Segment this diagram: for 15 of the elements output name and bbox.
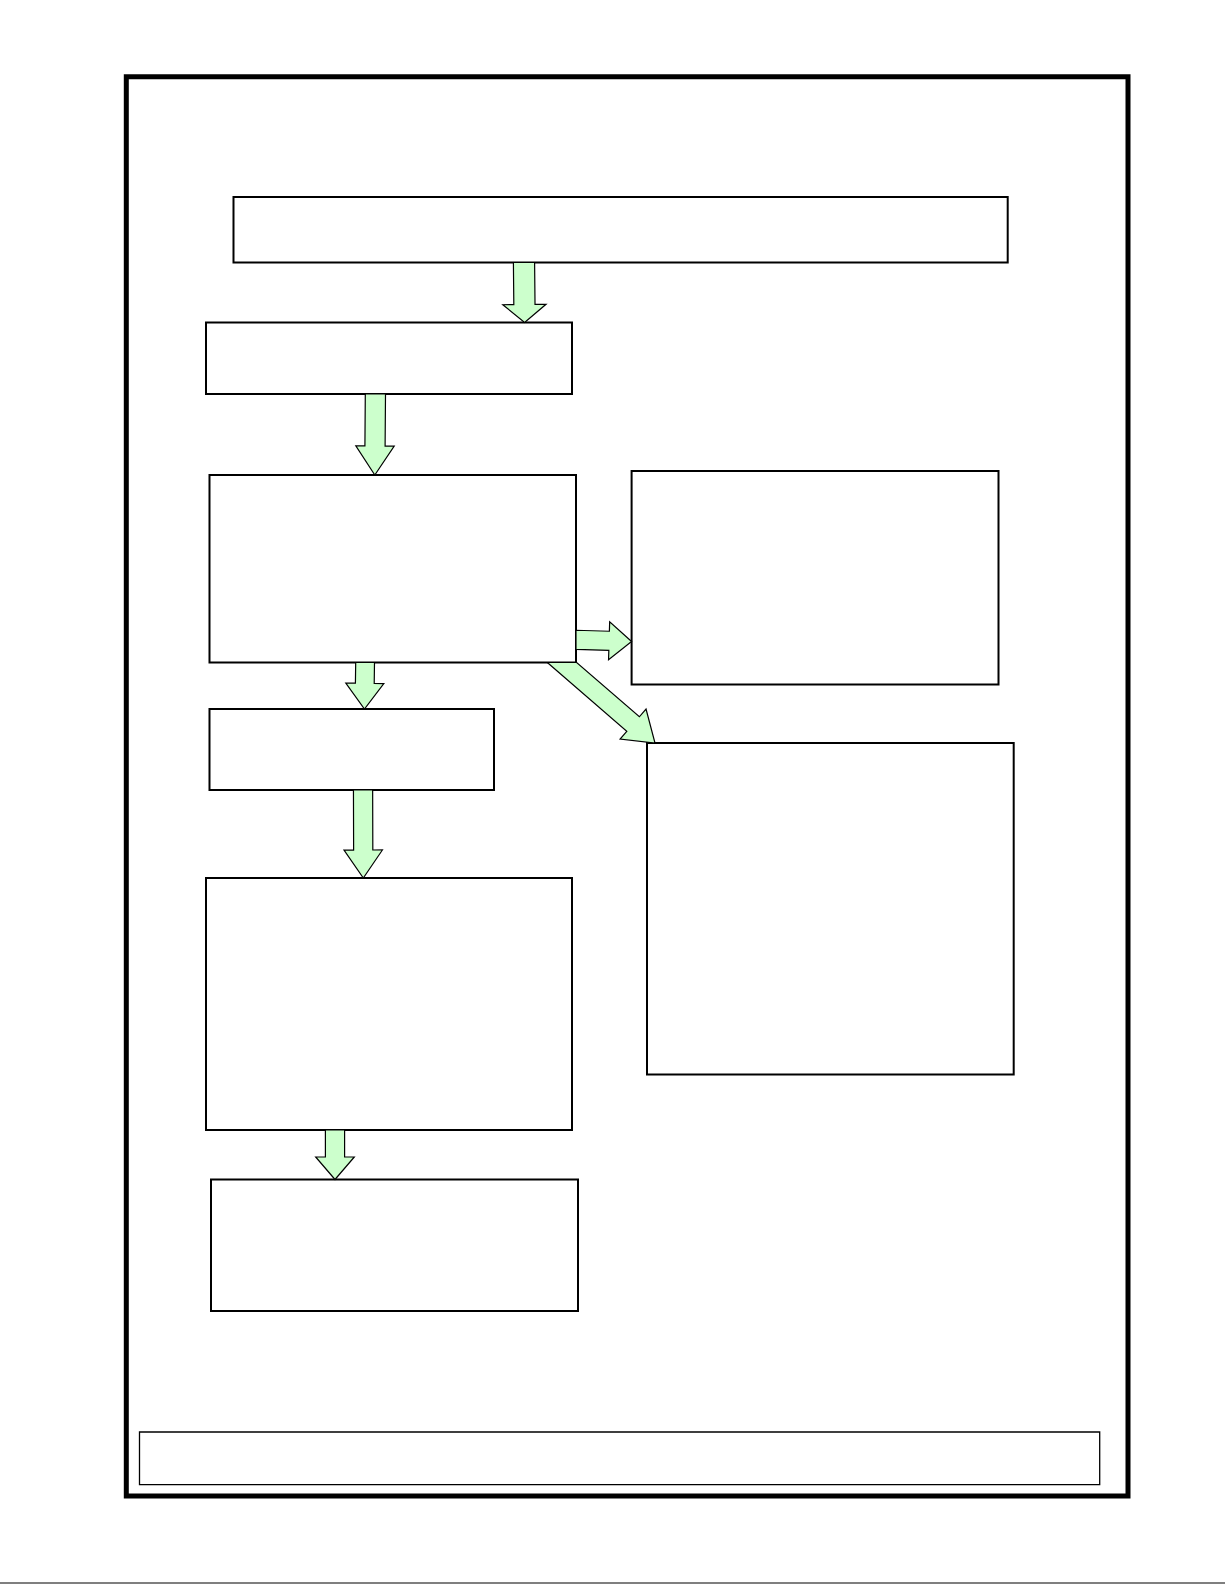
- footer-box: [138, 1431, 1101, 1486]
- block-arrow: [314, 1129, 356, 1181]
- block-arrow: [354, 393, 396, 477]
- process-box: [205, 877, 573, 1131]
- block-arrow: [344, 661, 385, 710]
- process-box: [208, 474, 577, 664]
- process-box: [630, 470, 1000, 686]
- block-arrow: [501, 261, 548, 324]
- process-box: [210, 1178, 579, 1312]
- process-box: [232, 196, 1009, 264]
- process-box: [205, 321, 573, 395]
- block-arrow: [342, 789, 384, 880]
- process-box: [646, 742, 1015, 1076]
- process-box: [208, 708, 495, 791]
- block-arrow: [575, 620, 633, 662]
